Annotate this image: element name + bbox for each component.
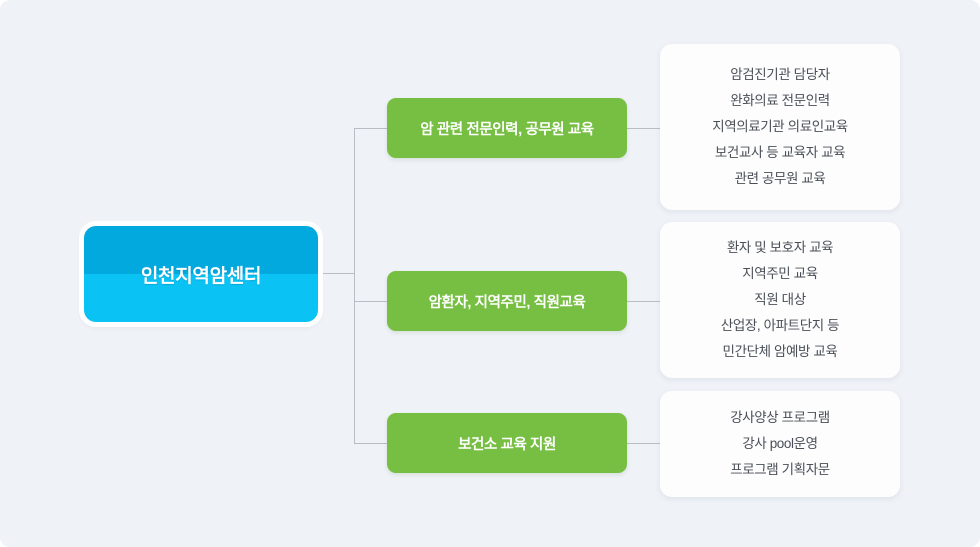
connector-trunk (354, 128, 355, 444)
detail-panel-0: 암검진기관 담당자 완화의료 전문인력 지역의료기관 의료인교육 보건교사 등 … (660, 44, 900, 210)
detail-item: 지역주민 교육 (742, 266, 818, 281)
detail-item: 직원 대상 (754, 292, 806, 307)
detail-item: 관련 공무원 교육 (734, 171, 826, 186)
category-box-1[interactable]: 암환자, 지역주민, 직원교육 (387, 271, 627, 331)
connector-branch-1 (354, 301, 387, 302)
detail-item: 환자 및 보호자 교육 (726, 240, 834, 255)
root-node-label: 인천지역암센터 (140, 265, 262, 287)
root-node[interactable]: 인천지역암센터 (84, 226, 318, 322)
detail-item: 완화의료 전문인력 (730, 93, 830, 108)
detail-panel-2: 강사양상 프로그램 강사 pool운영 프로그램 기획자문 (660, 391, 900, 497)
connector-detail-1 (627, 301, 660, 302)
category-box-label: 암환자, 지역주민, 직원교육 (428, 294, 586, 311)
detail-item: 산업장, 아파트단지 등 (720, 318, 840, 333)
connector-detail-2 (627, 443, 660, 444)
detail-panel-1: 환자 및 보호자 교육 지역주민 교육 직원 대상 산업장, 아파트단지 등 민… (660, 222, 900, 378)
connector-root-stub (318, 273, 354, 274)
connector-branch-2 (354, 443, 387, 444)
connector-branch-0 (354, 128, 387, 129)
detail-item: 지역의료기관 의료인교육 (712, 119, 848, 134)
detail-item: 민간단체 암예방 교육 (722, 344, 838, 359)
connector-detail-0 (627, 128, 660, 129)
detail-item: 강사 pool운영 (742, 436, 818, 451)
category-box-2[interactable]: 보건소 교육 지원 (387, 413, 627, 473)
detail-item: 강사양상 프로그램 (730, 410, 830, 425)
category-box-label: 암 관련 전문인력, 공무원 교육 (420, 121, 594, 138)
category-box-0[interactable]: 암 관련 전문인력, 공무원 교육 (387, 98, 627, 158)
detail-item: 보건교사 등 교육자 교육 (714, 145, 846, 160)
detail-item: 프로그램 기획자문 (730, 462, 830, 477)
category-box-label: 보건소 교육 지원 (458, 436, 556, 453)
detail-item: 암검진기관 담당자 (730, 67, 830, 82)
